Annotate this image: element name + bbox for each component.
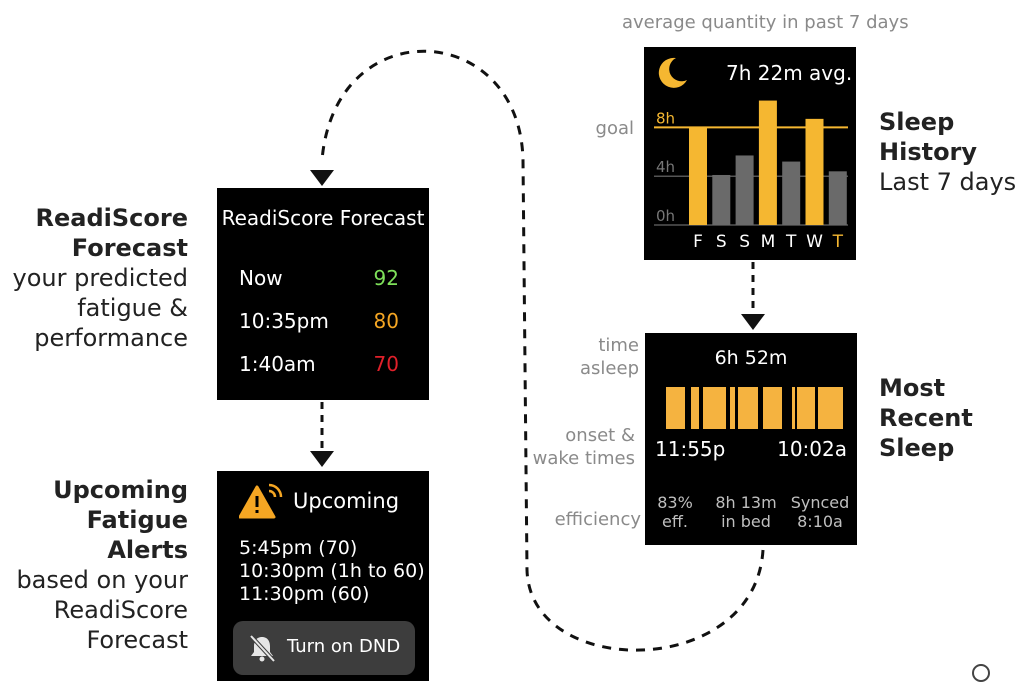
stat-value: 83% <box>657 493 693 512</box>
readiscore-forecast-screen: ReadiScore Forecast Now 92 10:35pm 80 1:… <box>217 188 429 400</box>
forecast-time: 10:35pm <box>239 309 329 333</box>
alerts-caption-line-2: ReadiScore <box>53 596 188 624</box>
alert-item: 10:30pm (1h to 60) <box>239 560 425 582</box>
x-tick-label: T <box>785 232 797 252</box>
forecast-time: 1:40am <box>239 352 316 376</box>
forecast-score: 80 <box>373 309 399 333</box>
y-tick-label: 4h <box>656 158 675 176</box>
x-tick-label: F <box>693 232 703 252</box>
stat-label: eff. <box>662 512 688 531</box>
readiscore-caption-title-1: ReadiScore <box>35 204 188 232</box>
recent-sleep-caption-title-1: Most Recent <box>879 374 973 432</box>
loop-arrowhead <box>310 170 334 186</box>
alerts-title: Upcoming <box>293 489 400 513</box>
onset-wake-label: onset & wake times <box>533 424 635 470</box>
readiscore-caption-line-1: your predicted <box>12 264 188 292</box>
sleep-segment <box>763 387 782 429</box>
sleep-history-caption-title-1: Sleep <box>879 108 955 136</box>
readiscore-caption-line-2: fatigue & <box>77 294 188 322</box>
bell-slash-icon <box>247 633 277 667</box>
bar <box>735 155 754 225</box>
onset-wake-label-2: wake times <box>532 448 635 469</box>
alerts-caption-line-1: based on your <box>16 566 188 594</box>
history-to-recent-arrowhead <box>741 314 765 330</box>
sleep-segment <box>797 387 815 429</box>
readiscore-caption-title-2: Forecast <box>71 234 188 262</box>
bar <box>758 100 777 225</box>
sleep-timeline <box>666 387 843 429</box>
forecast-row: Now 92 <box>239 266 399 292</box>
sleep-history-caption: Sleep History Last 7 days <box>879 107 1016 197</box>
forecast-row: 10:35pm 80 <box>239 309 399 335</box>
sleep-segment <box>730 387 735 429</box>
recent-sleep-screen: 6h 52m 11:55p 10:02a 83% eff. 8h 13m in … <box>645 333 857 545</box>
sleep-segment <box>738 387 758 429</box>
sleep-segment <box>792 387 795 429</box>
sleep-history-top-note: average quantity in past 7 days <box>622 12 909 33</box>
sleep-onset-time: 11:55p <box>655 437 726 461</box>
x-tick-label: T <box>832 232 844 252</box>
forecast-title: ReadiScore Forecast <box>221 206 425 230</box>
turn-on-dnd-button[interactable]: Turn on DND <box>233 621 415 675</box>
sleep-segment <box>818 387 843 429</box>
time-asleep-label-1: time <box>598 335 639 356</box>
corner-search-icon <box>972 664 990 682</box>
x-tick-label: W <box>806 232 823 252</box>
warning-signal-icon <box>238 483 287 525</box>
bar <box>782 161 801 225</box>
readiscore-caption-line-3: performance <box>34 324 188 352</box>
y-tick-label: 8h <box>656 109 675 127</box>
dnd-button-label: Turn on DND <box>287 636 401 657</box>
forecast-row: 1:40am 70 <box>239 352 399 378</box>
goal-label: goal <box>595 118 634 139</box>
sleep-duration: 6h 52m <box>714 347 788 369</box>
onset-wake-label-1: onset & <box>565 425 635 446</box>
alerts-caption-title-2: Fatigue Alerts <box>86 506 188 564</box>
x-tick-label: S <box>739 232 750 252</box>
loop-connector <box>320 49 765 652</box>
bar <box>689 127 707 225</box>
sleep-average: 7h 22m avg. <box>726 61 853 85</box>
bar <box>828 171 847 225</box>
time-asleep-label-2: asleep <box>580 358 639 379</box>
forecast-score: 70 <box>373 352 399 376</box>
bar <box>712 174 731 225</box>
stat-label: in bed <box>721 512 771 531</box>
moon-icon <box>654 55 690 95</box>
stat-efficiency: 83% eff. <box>653 493 697 531</box>
alerts-caption: Upcoming Fatigue Alerts based on your Re… <box>0 475 188 655</box>
x-tick-label: S <box>716 232 727 252</box>
stat-value: 8h 13m <box>715 493 777 512</box>
sleep-history-caption-sub: Last 7 days <box>879 168 1017 196</box>
stat-label: 8:10a <box>797 512 843 531</box>
stat-synced: Synced 8:10a <box>788 493 852 531</box>
wake-time: 10:02a <box>777 437 847 461</box>
alerts-caption-line-3: Forecast <box>86 626 188 654</box>
stat-value: Synced <box>790 493 850 512</box>
y-tick-label: 0h <box>656 207 675 225</box>
alert-item: 5:45pm (70) <box>239 537 358 559</box>
sleep-segment <box>691 387 699 429</box>
forecast-time: Now <box>239 266 283 290</box>
efficiency-label: efficiency <box>554 509 641 530</box>
sleep-history-caption-title-2: History <box>879 138 978 166</box>
sleep-segment <box>666 387 685 429</box>
recent-sleep-caption: Most Recent Sleep <box>879 373 1024 463</box>
forecast-to-alerts-arrowhead <box>310 451 334 467</box>
stat-in-bed: 8h 13m in bed <box>711 493 781 531</box>
readiscore-caption: ReadiScore Forecast your predicted fatig… <box>13 203 188 353</box>
recent-sleep-caption-title-2: Sleep <box>879 434 955 462</box>
alerts-caption-title-1: Upcoming <box>53 476 188 504</box>
sleep-segment <box>703 387 726 429</box>
alert-item: 11:30pm (60) <box>239 583 370 605</box>
x-tick-label: M <box>761 232 776 252</box>
time-asleep-label: time asleep <box>580 334 639 380</box>
bar <box>805 118 824 225</box>
upcoming-alerts-screen: Upcoming 5:45pm (70) 10:30pm (1h to 60) … <box>217 471 429 681</box>
forecast-score: 92 <box>373 266 399 290</box>
